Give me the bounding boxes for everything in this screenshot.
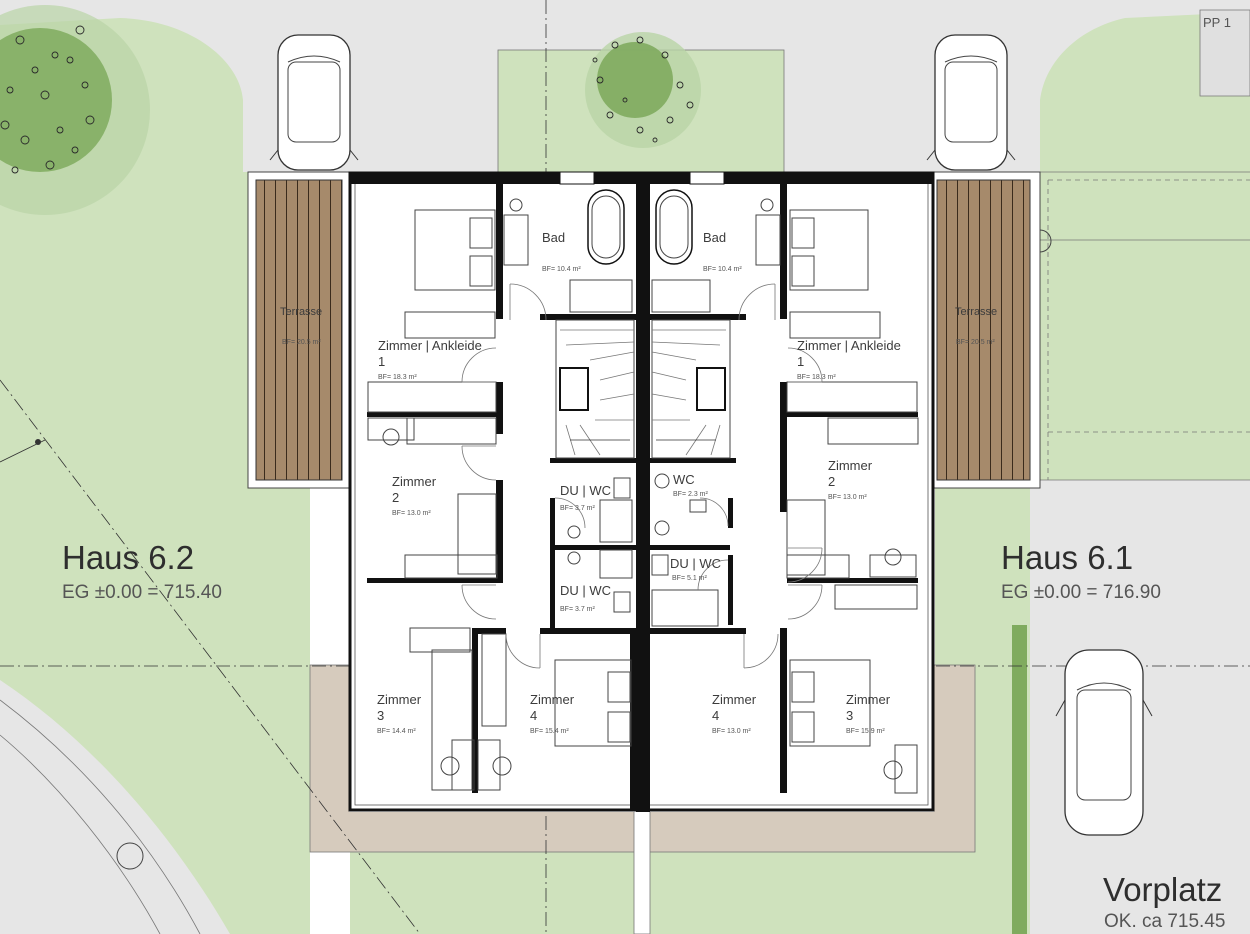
house-title-left: Haus 6.2 xyxy=(62,539,194,576)
room-name: Zimmer xyxy=(392,474,437,489)
tree-center xyxy=(585,32,701,148)
room-number: 1 xyxy=(797,354,804,369)
room-area: BF= 13.0 m² xyxy=(392,510,431,517)
room-name: Zimmer xyxy=(846,692,891,707)
room-name: Zimmer xyxy=(712,692,757,707)
room-number: 3 xyxy=(846,708,853,723)
room-name: WC xyxy=(673,472,695,487)
parking-space xyxy=(1199,9,1250,97)
hedge xyxy=(1012,625,1027,934)
staircase-right xyxy=(651,319,731,459)
terrace-right-area: BF= 20.5 m² xyxy=(956,339,995,346)
tree-left xyxy=(0,5,150,215)
room-area: BF= 18.3 m² xyxy=(378,374,417,381)
beds xyxy=(414,209,871,747)
room-number: 2 xyxy=(828,474,835,489)
room-area: BF= 5.1 m² xyxy=(672,575,707,582)
lawn-bottom-right xyxy=(650,850,935,934)
room-area: BF= 10.4 m² xyxy=(542,266,581,273)
house-level-right: EG ±0.00 = 716.90 xyxy=(1001,582,1161,603)
room-name: DU | WC xyxy=(560,583,611,598)
parking-label: PP 1 xyxy=(1203,15,1231,30)
house-level-left: EG ±0.00 = 715.40 xyxy=(62,582,222,603)
staircase-left xyxy=(555,319,635,459)
bathtub-right xyxy=(655,189,693,265)
terrace-right: Terrasse BF= 20.5 m² xyxy=(932,171,1041,489)
lawn-right-top xyxy=(1040,12,1250,172)
room-area: BF= 15.9 m² xyxy=(846,728,885,735)
room-name: Zimmer | Ankleide xyxy=(378,338,482,353)
room-area: BF= 15.4 m² xyxy=(530,728,569,735)
lawn-right xyxy=(1040,172,1250,480)
room-name: Bad xyxy=(703,230,726,245)
footpath-left xyxy=(0,680,230,934)
room-name: Zimmer xyxy=(828,458,873,473)
rooms-haus-6-1: Bad BF= 10.4 m² Zimmer | Ankleide 1 BF= … xyxy=(670,230,901,735)
entrance-path xyxy=(633,809,651,934)
room-area: BF= 3.7 m² xyxy=(560,505,595,512)
room-area: BF= 2.3 m² xyxy=(673,491,708,498)
car-right xyxy=(926,34,1016,171)
room-area: BF= 13.0 m² xyxy=(828,494,867,501)
car-left xyxy=(269,34,359,171)
room-name: Zimmer xyxy=(377,692,422,707)
room-area: BF= 13.0 m² xyxy=(712,728,751,735)
room-number: 2 xyxy=(392,490,399,505)
lawn-left xyxy=(0,18,310,934)
room-area: BF= 18.3 m² xyxy=(797,374,836,381)
house-title-right: Haus 6.1 xyxy=(1001,539,1133,576)
terrace-left-label: Terrasse xyxy=(280,306,322,318)
terrace-right-label: Terrasse xyxy=(955,306,997,318)
room-name: Zimmer xyxy=(530,692,575,707)
terrace-left: Terrasse BF= 20.5 m² xyxy=(247,171,351,489)
room-number: 4 xyxy=(530,708,537,723)
room-area: BF= 3.7 m² xyxy=(560,606,595,613)
terrace-left-area: BF= 20.5 m² xyxy=(282,339,321,346)
lawn-bottom-left xyxy=(350,850,635,934)
room-area: BF= 14.4 m² xyxy=(377,728,416,735)
room-number: 4 xyxy=(712,708,719,723)
room-area: BF= 10.4 m² xyxy=(703,266,742,273)
room-number: 3 xyxy=(377,708,384,723)
room-name: DU | WC xyxy=(670,556,721,571)
bathtub-left xyxy=(587,189,625,265)
furniture xyxy=(367,198,919,794)
room-name: Bad xyxy=(542,230,565,245)
room-name: Zimmer | Ankleide xyxy=(797,338,901,353)
room-name: DU | WC xyxy=(560,483,611,498)
room-number: 1 xyxy=(378,354,385,369)
rooms-haus-6-2: Bad BF= 10.4 m² Zimmer | Ankleide 1 BF= … xyxy=(377,230,611,735)
door-swings xyxy=(461,283,823,669)
building xyxy=(348,171,935,812)
car-forecourt xyxy=(1055,649,1153,836)
forecourt-level: OK. ca 715.45 xyxy=(1104,911,1225,932)
forecourt-title: Vorplatz xyxy=(1103,871,1222,908)
